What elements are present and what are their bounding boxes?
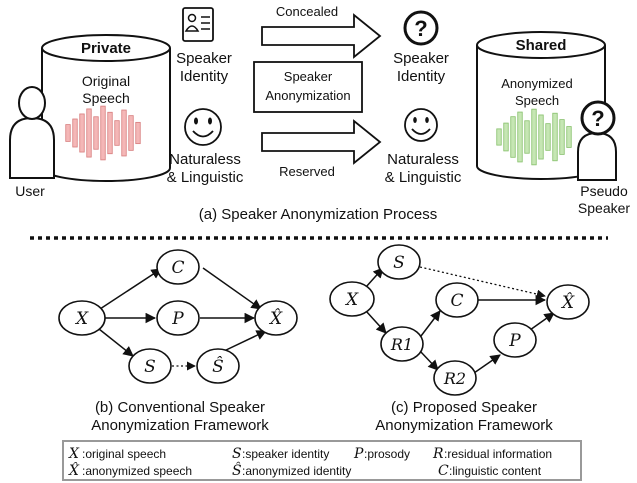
waveform-bar xyxy=(531,108,537,166)
node-b-c: C xyxy=(171,258,184,278)
legend-sym-x: X xyxy=(68,446,80,462)
legend-sym-c: C xyxy=(438,463,449,479)
legend-text-c: :linguistic content xyxy=(449,464,542,478)
naturalness-line2: & Linguistic xyxy=(167,169,244,186)
original-speech-line2: Speech xyxy=(82,90,129,106)
waveform-bar xyxy=(545,123,551,151)
id-card-icon xyxy=(182,7,214,42)
waveform-bar xyxy=(135,121,141,145)
waveform-bar xyxy=(86,108,92,158)
anonymized-speech-line2: Speech xyxy=(515,93,559,108)
diagram-proposed xyxy=(329,244,590,396)
original-speech-line1: Original xyxy=(82,73,130,89)
legend-sym-x-hat: X̂ xyxy=(68,461,80,479)
waveform-bar xyxy=(538,114,544,160)
pseudo-speaker-line2: Speaker xyxy=(578,200,630,216)
pseudo-speaker-icon: ? xyxy=(577,100,617,181)
legend-text-s-hat: :anonymized identity xyxy=(242,464,351,478)
legend-text-s: :speaker identity xyxy=(242,447,329,461)
node-b-x: X xyxy=(74,309,89,329)
legend-text-x: :original speech xyxy=(82,447,166,461)
right-speaker-identity-line2: Identity xyxy=(397,68,446,85)
reserved-label: Reserved xyxy=(279,164,335,179)
anonymization-box-line1: Speaker xyxy=(284,69,333,84)
legend-row-2: X̂ :anonymized speech Ŝ :anonymized iden… xyxy=(68,461,542,479)
node-c-s: S xyxy=(393,253,405,273)
waveform-bar xyxy=(128,115,134,151)
legend-box xyxy=(62,440,582,481)
pseudo-speaker-line1: Pseudo xyxy=(580,183,628,199)
node-c-c: C xyxy=(450,291,463,311)
svg-text:?: ? xyxy=(414,16,427,41)
waveform-bar xyxy=(114,120,120,146)
legend-text-x-hat: :anonymized speech xyxy=(82,464,192,478)
waveform-bar xyxy=(100,105,106,161)
private-label: Private xyxy=(81,40,131,57)
node-c-p: P xyxy=(508,331,521,351)
right-speaker-identity-line1: Speaker xyxy=(393,50,449,67)
legend-sym-p: P xyxy=(353,446,364,462)
concealed-label: Concealed xyxy=(276,4,338,19)
caption-b-line2: Anonymization Framework xyxy=(91,417,269,434)
right-naturalness-line1: Naturaless xyxy=(387,151,459,168)
waveform-bar xyxy=(107,111,113,155)
speaker-anonymization-box xyxy=(253,61,363,113)
original-waveform xyxy=(65,105,141,161)
waveform-bar xyxy=(79,113,85,153)
shared-label: Shared xyxy=(516,37,567,54)
concealed-arrow xyxy=(261,13,382,59)
reserved-arrow xyxy=(261,119,382,165)
legend-row-1: X :original speech S :speaker identity P… xyxy=(68,446,552,462)
node-b-x-hat: X̂ xyxy=(268,309,283,329)
waveform-bar xyxy=(559,119,565,155)
shared-cylinder xyxy=(476,31,606,180)
waveform-bar xyxy=(566,126,572,148)
legend-sym-s: S xyxy=(232,446,242,462)
waveform-bar xyxy=(524,120,530,154)
anonymized-speech-line1: Anonymized xyxy=(501,76,573,91)
waveform-bar xyxy=(121,109,127,157)
waveform-bar xyxy=(496,128,502,146)
legend-sym-r: R xyxy=(432,446,444,462)
smiley-icon-right xyxy=(404,108,438,142)
waveform-bar xyxy=(503,122,509,152)
caption-b-line1: (b) Conventional Speaker xyxy=(95,399,265,416)
node-b-s-hat: Ŝ xyxy=(212,356,224,377)
user-icon xyxy=(9,86,55,179)
anonymization-box-line2: Anonymization xyxy=(265,88,350,103)
legend-text-r: :residual information xyxy=(444,447,552,461)
anonymized-waveform xyxy=(496,108,572,166)
waveform-bar xyxy=(93,116,99,150)
caption-a: (a) Speaker Anonymization Process xyxy=(199,206,437,223)
diagram-conventional xyxy=(58,249,298,384)
speaker-identity-line2: Identity xyxy=(180,68,229,85)
node-b-p: P xyxy=(171,309,184,329)
right-naturalness-line2: & Linguistic xyxy=(385,169,462,186)
waveform-bar xyxy=(552,112,558,162)
question-mark-icon: ? xyxy=(403,10,439,46)
private-cylinder xyxy=(41,34,171,182)
speaker-identity-line1: Speaker xyxy=(176,50,232,67)
waveform-bar xyxy=(72,118,78,148)
user-label: User xyxy=(15,183,45,199)
legend-text-p: :prosody xyxy=(364,447,410,461)
waveform-bar xyxy=(517,111,523,163)
node-c-x-hat: X̂ xyxy=(560,293,575,313)
svg-text:?: ? xyxy=(591,106,604,131)
caption-c-line2: Anonymization Framework xyxy=(375,417,553,434)
node-c-r2: R2 xyxy=(443,369,466,388)
caption-c-line1: (c) Proposed Speaker xyxy=(391,399,537,416)
waveform-bar xyxy=(65,124,71,142)
node-c-x: X xyxy=(344,290,359,310)
waveform-bar xyxy=(510,116,516,158)
naturalness-line1: Naturaless xyxy=(169,151,241,168)
smiley-icon xyxy=(184,108,222,146)
node-c-r1: R1 xyxy=(390,335,413,354)
node-b-s: S xyxy=(144,357,156,377)
legend-sym-s-hat: Ŝ xyxy=(232,461,242,479)
